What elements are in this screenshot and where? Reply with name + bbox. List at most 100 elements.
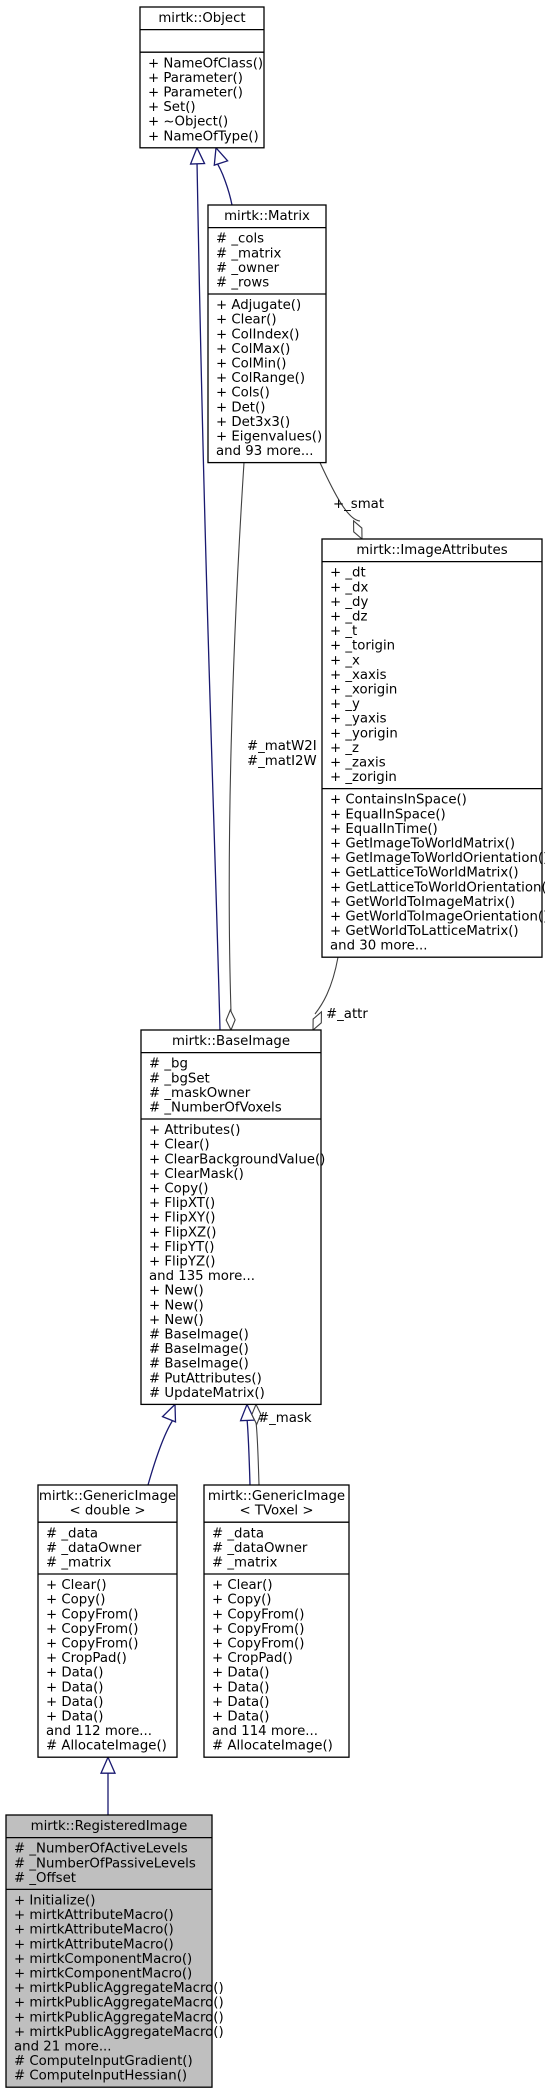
edge-smat (319, 462, 361, 522)
class-method: + Adjugate() (216, 298, 301, 313)
class-method: + Data() (212, 1695, 270, 1710)
diagram-edges (100, 146, 363, 1815)
class-method: + Det() (216, 400, 265, 415)
edge-label-attr: #_attr (326, 1007, 368, 1022)
class-method: + Clear() (216, 313, 277, 328)
class-method: and 135 more... (149, 1269, 255, 1284)
class-method: + FlipYT() (149, 1240, 214, 1255)
class-title: mirtk::BaseImage (172, 1034, 290, 1049)
class-method: + New() (149, 1284, 204, 1299)
edge-matrix-baseimage-diamond (225, 1008, 236, 1032)
class-attribute: # _matrix (216, 246, 281, 261)
class-matrix[interactable]: mirtk::Matrix# _cols# _matrix# _owner# _… (207, 204, 327, 464)
class-attribute: # _dataOwner (46, 1541, 142, 1556)
class-method: + ContainsInSpace() (330, 793, 467, 808)
class-genericdouble[interactable]: mirtk::GenericImage< double ># _data# _d… (37, 1484, 178, 1758)
edge-attr (314, 957, 339, 1015)
class-method: + FlipXT() (149, 1196, 215, 1211)
class-attribute: # _data (212, 1526, 264, 1541)
edge-label-smat: +_smat (333, 497, 384, 512)
class-attribute: + _y (330, 697, 360, 712)
class-method: + New() (149, 1298, 204, 1313)
class-method: + Parameter() (148, 71, 243, 86)
edge-label-mask: #_mask (258, 1411, 312, 1426)
class-method: and 30 more... (330, 939, 428, 954)
class-method: # BaseImage() (149, 1357, 249, 1372)
class-box (207, 204, 327, 464)
class-method: + Data() (46, 1695, 104, 1710)
class-attribute: # _maskOwner (149, 1086, 251, 1101)
class-title: mirtk::Object (158, 11, 245, 26)
class-attribute: + _yorigin (330, 726, 398, 741)
class-method: + mirtkComponentMacro() (14, 1952, 192, 1967)
class-attribute: # _dataOwner (212, 1541, 308, 1556)
edge-matrix-object (215, 161, 233, 206)
class-method: and 112 more... (46, 1724, 152, 1739)
class-method: + Data() (212, 1710, 270, 1725)
class-method: + FlipXZ() (149, 1225, 216, 1240)
class-imageattributes[interactable]: mirtk::ImageAttributes+ _dt+ _dx+ _dy+ _… (321, 538, 545, 958)
class-method: + GetWorldToLatticeMatrix() (330, 924, 519, 939)
class-method: + ColMax() (216, 342, 290, 357)
class-method: # UpdateMatrix() (149, 1386, 265, 1401)
class-method: + GetLatticeToWorldOrientation() (330, 880, 545, 895)
class-method: + EqualInSpace() (330, 807, 446, 822)
class-method: + Copy() (149, 1182, 208, 1197)
class-method: + Parameter() (148, 86, 243, 101)
edge-genericdouble-baseimage-arrowhead (161, 1402, 177, 1423)
class-method: + CopyFrom() (212, 1637, 304, 1652)
class-method: and 21 more... (14, 2040, 112, 2055)
edge-genericdouble-baseimage (147, 1418, 175, 1486)
class-method: + mirtkComponentMacro() (14, 1967, 192, 1982)
class-method: + mirtkPublicAggregateMacro() (14, 2025, 224, 2040)
class-method: + mirtkAttributeMacro() (14, 1937, 174, 1952)
edge-mask (255, 1422, 260, 1486)
class-attribute: + _yaxis (330, 712, 387, 727)
class-attribute: # _bgSet (149, 1071, 210, 1086)
edge-generictvoxel-baseimage-arrowhead (239, 1402, 256, 1422)
class-title: mirtk::GenericImage (39, 1489, 176, 1504)
class-method: # ComputeInputHessian() (14, 2069, 187, 2084)
edge-registeredimage-genericdouble-arrowhead (100, 1755, 116, 1774)
class-title: < TVoxel > (240, 1504, 314, 1519)
class-method: + Eigenvalues() (216, 430, 322, 445)
edge-generictvoxel-baseimage (246, 1418, 251, 1486)
class-attribute: # _data (46, 1526, 98, 1541)
diagram-edge-labels: +_smat #_matW2I #_matI2W #_attr #_mask (247, 497, 384, 1426)
edge-attr-diamond (312, 1010, 323, 1032)
class-method: + Data() (46, 1666, 104, 1681)
edge-label-matW2I: #_matW2I (247, 739, 317, 754)
class-method: + NameOfType() (148, 129, 259, 144)
class-attribute: # _NumberOfVoxels (149, 1101, 282, 1116)
class-registeredimage[interactable]: mirtk::RegisteredImage# _NumberOfActiveL… (5, 1814, 224, 2088)
class-method: + GetWorldToImageOrientation() (330, 910, 545, 925)
class-title: mirtk::GenericImage (208, 1489, 345, 1504)
class-attribute: # _NumberOfActiveLevels (14, 1842, 188, 1857)
class-method: + CopyFrom() (212, 1622, 304, 1637)
class-attribute: # _cols (216, 232, 264, 247)
class-attribute: # _matrix (212, 1556, 277, 1571)
class-attribute: + _t (330, 624, 357, 639)
class-method: + CropPad() (46, 1651, 127, 1666)
class-method: + CopyFrom() (46, 1622, 138, 1637)
class-object[interactable]: mirtk::Object+ NameOfClass()+ Parameter(… (139, 6, 265, 149)
class-attribute: + _zorigin (330, 770, 397, 785)
class-method: + FlipXY() (149, 1211, 215, 1226)
class-method: + mirtkAttributeMacro() (14, 1923, 174, 1938)
class-method: + Cols() (216, 386, 270, 401)
class-method: and 93 more... (216, 444, 314, 459)
class-box (37, 1484, 178, 1758)
class-box (5, 1814, 213, 2088)
class-method: + Attributes() (149, 1123, 240, 1138)
class-method: + Clear() (46, 1578, 107, 1593)
class-method: + GetImageToWorldOrientation() (330, 851, 545, 866)
class-method: + Data() (46, 1680, 104, 1695)
class-attribute: + _xaxis (330, 668, 387, 683)
class-attribute: # _rows (216, 276, 269, 291)
class-method: + CopyFrom() (46, 1607, 138, 1622)
class-method: + CopyFrom() (212, 1607, 304, 1622)
class-method: + Det3x3() (216, 415, 290, 430)
class-baseimage[interactable]: mirtk::BaseImage# _bg# _bgSet# _maskOwne… (140, 1029, 325, 1406)
class-generictvoxel[interactable]: mirtk::GenericImage< TVoxel ># _data# _d… (203, 1484, 350, 1758)
